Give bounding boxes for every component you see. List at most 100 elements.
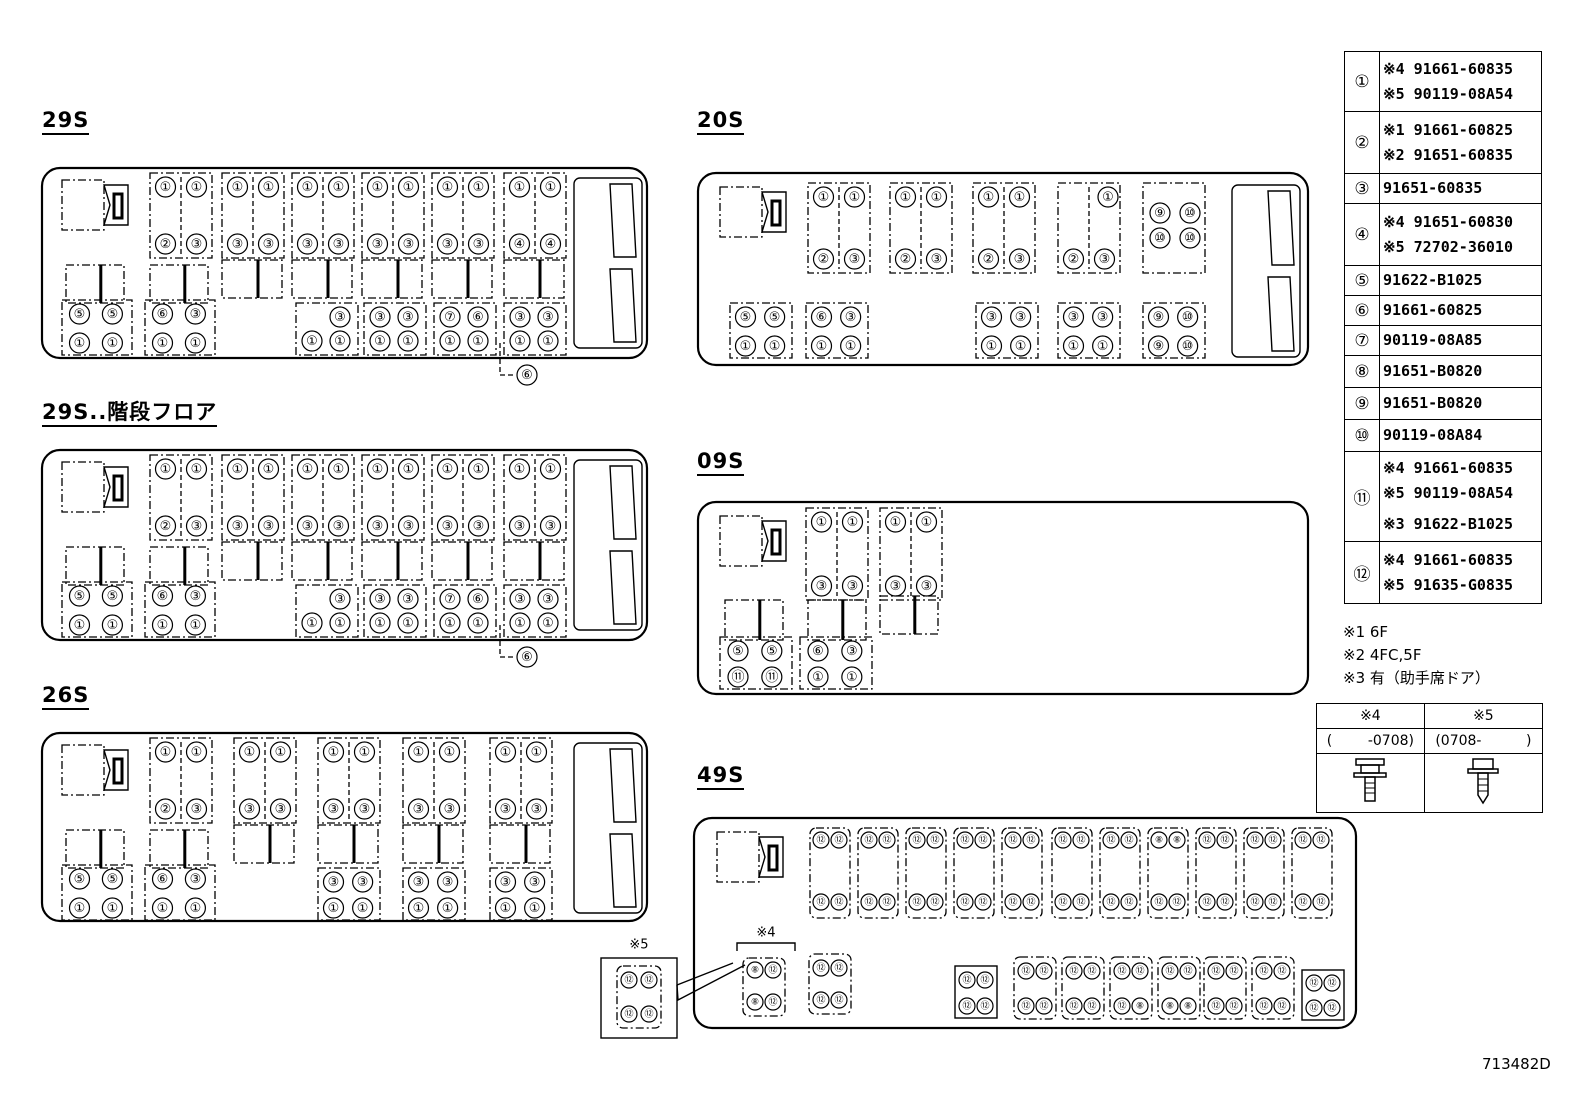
bolt-marker (101, 614, 124, 636)
bolt-marker-label: ③ (500, 875, 512, 890)
bolt-marker-label: ③ (931, 252, 943, 267)
bolt-marker (1150, 831, 1168, 849)
floor-rail-outline (361, 541, 423, 581)
bolt-marker-label: ① (444, 616, 456, 631)
bolt-marker (467, 306, 489, 328)
bolt-marker-label: ③ (816, 579, 828, 594)
bolt-marker (1093, 248, 1116, 270)
rear-seat-outline (61, 581, 133, 638)
parts-table: ① ※4 91661-60835※5 90119-08A54 ② ※1 9166… (1344, 51, 1542, 604)
bolt-marker-label: ② (160, 802, 172, 817)
bolt-marker (68, 897, 91, 919)
bolt-marker (397, 588, 419, 610)
rear-seat-outline (805, 302, 869, 359)
bolt-marker (467, 588, 489, 610)
bolt-marker-label: ⑫ (1039, 966, 1048, 977)
seat-outline (431, 454, 495, 541)
bolt-marker (734, 306, 757, 328)
variant-header: ※5 (1423, 703, 1544, 729)
bolt-marker (1312, 893, 1330, 911)
bolt-marker (841, 640, 863, 662)
bolt-marker (812, 893, 830, 911)
floor-rail-outline (291, 259, 353, 299)
rear-bench (1231, 184, 1301, 358)
section-label-09s: 09S (697, 449, 745, 476)
bolt-marker-label: ⑥ (157, 589, 169, 604)
bolt-marker (509, 330, 531, 352)
bolt-marker (764, 993, 782, 1011)
bolt-marker-label: ① (413, 745, 425, 760)
bolt-marker-label: ① (849, 190, 861, 205)
bolt-marker (537, 612, 559, 634)
bolt-marker-label: ③ (263, 237, 275, 252)
seat-outline (233, 737, 297, 824)
bolt-marker-label: ⑥ (157, 307, 169, 322)
bolt-marker-label: ⑩ (1182, 310, 1194, 325)
bolt-marker (812, 831, 830, 849)
bolt-marker-label: ③ (191, 237, 203, 252)
bolt-marker (257, 233, 280, 255)
bolt-marker-label: ① (372, 180, 384, 195)
part-number: 91651-B0820 (1383, 394, 1483, 412)
bolt-marker-label: ③ (442, 519, 454, 534)
bolt-marker-label: ⑫ (1327, 978, 1336, 989)
seat-outline (954, 965, 998, 1019)
bolt-marker-label: ③ (986, 310, 998, 325)
tapping-screw-icon (1467, 758, 1500, 805)
part-number-marker: ⑥ (1344, 295, 1380, 326)
rear-bench-cushion (609, 183, 637, 258)
bolt-marker (1092, 306, 1114, 328)
bolt-marker-label: ③ (1097, 310, 1109, 325)
bolt-marker-label: ③ (413, 875, 425, 890)
bolt-marker (369, 330, 391, 352)
bolt-marker-label: ⑫ (624, 1009, 633, 1020)
bolt-marker-label: ⑫ (1154, 897, 1163, 908)
bolt-marker-label: ③ (542, 592, 554, 607)
parts-row: ⑩ 90119-08A84 (1344, 419, 1542, 452)
part-number-marker: ② (1344, 111, 1380, 174)
seat-outline (1147, 827, 1189, 919)
part-number-marker: ⑩ (1344, 419, 1380, 452)
bolt-marker-label: ① (845, 339, 857, 354)
bolt-marker-label: ③ (846, 644, 858, 659)
bolt-marker (353, 741, 376, 763)
bolt-marker-label: ⑫ (1087, 1001, 1096, 1012)
bolt-marker (1246, 893, 1264, 911)
bolt-marker-label: ③ (514, 519, 526, 534)
bolt-marker (1179, 997, 1197, 1015)
bolt-marker-label: ⑫ (1327, 1003, 1336, 1014)
steering-outline (758, 836, 784, 878)
bolt-marker-label: ⑫ (1106, 835, 1115, 846)
floor-rail-outline (221, 259, 283, 299)
bolt-marker (257, 515, 280, 537)
bolt-marker (537, 306, 559, 328)
rear-seat-outline (402, 867, 466, 921)
bolt-marker (878, 893, 896, 911)
bolt-marker (352, 897, 374, 919)
bolt-marker-label: ⑫ (1058, 835, 1067, 846)
bolt-marker-label: ⑫ (1058, 897, 1067, 908)
bolt-marker (807, 666, 829, 688)
seat-outline (857, 827, 899, 919)
seat-outline (1109, 956, 1153, 1020)
bolt-marker (860, 893, 878, 911)
bolt-marker (1113, 997, 1131, 1015)
bolt-marker (1179, 227, 1201, 249)
bolt-marker (439, 612, 461, 634)
seat-outline (1142, 182, 1206, 274)
bolt-marker-label: ① (275, 745, 287, 760)
seat-outline (291, 172, 355, 259)
driver-seat-outline (61, 744, 105, 796)
parts-row: ② ※1 91661-60825※2 91651-60835 (1344, 111, 1542, 174)
bolt-marker (727, 640, 749, 662)
variant-range-row: ( -0708) (0708- ) (1316, 728, 1544, 754)
bolt-marker (508, 515, 531, 537)
bolt-marker (1198, 893, 1216, 911)
bolt-marker-label: ① (190, 618, 202, 633)
bolt-marker (1216, 893, 1234, 911)
bolt-marker (467, 612, 489, 634)
bolt-marker (327, 458, 350, 480)
part-number-marker: ⑫ (1344, 541, 1380, 604)
bolt-marker-label: ① (413, 901, 425, 916)
bolt-marker (727, 666, 749, 688)
